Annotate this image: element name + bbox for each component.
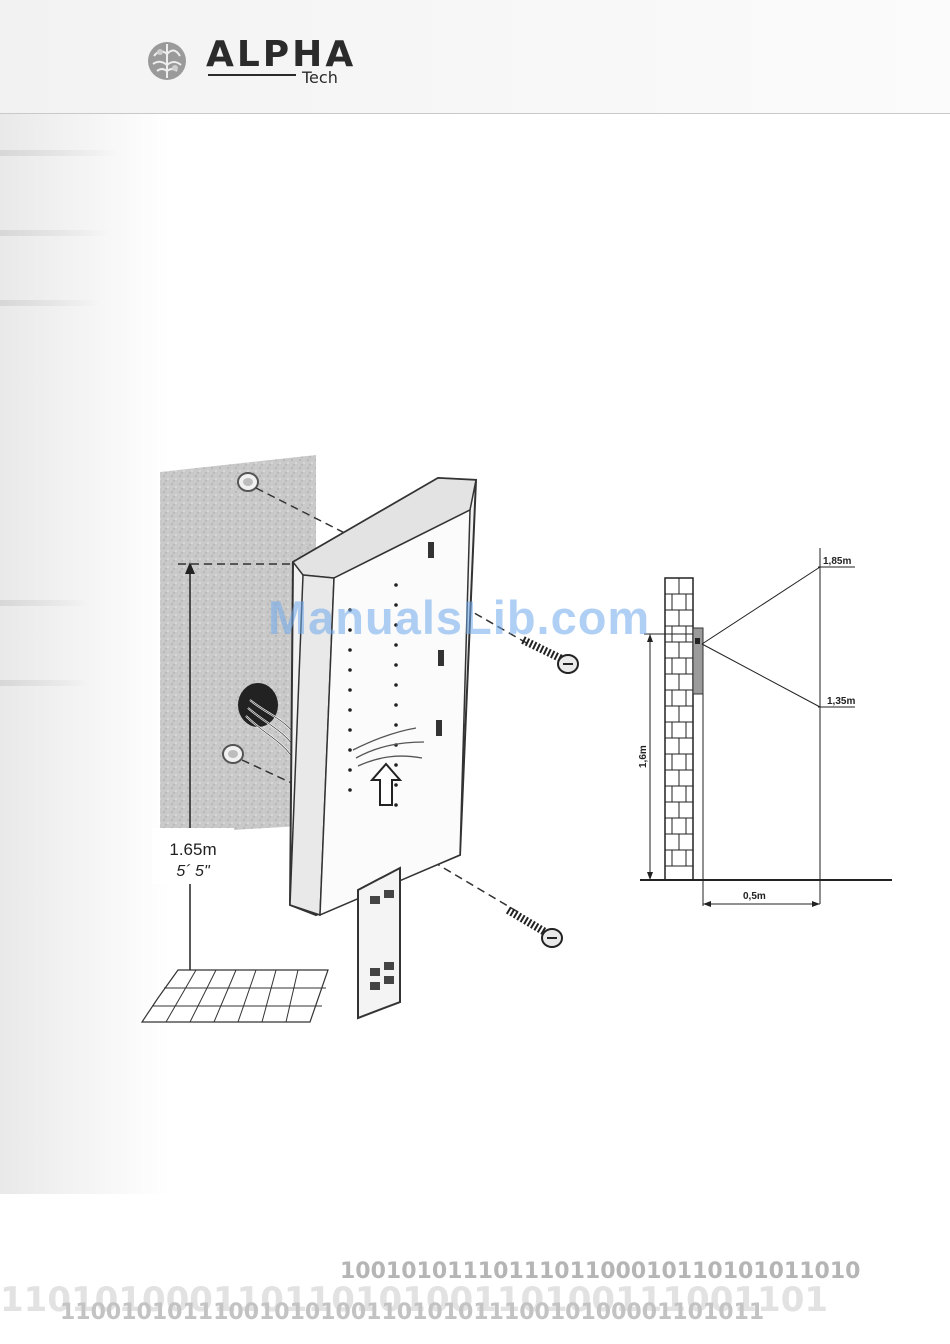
brain-logo-icon bbox=[146, 40, 188, 82]
floor-tiles bbox=[142, 970, 328, 1022]
lower-height-label: 1,35m bbox=[827, 696, 855, 707]
upper-height-label: 1,85m bbox=[823, 556, 851, 567]
page-header bbox=[0, 0, 950, 114]
vertical-dimension-label: 1,6m bbox=[638, 745, 649, 768]
binary-decoration-bottom: 1100101011100101010011010101110010100001… bbox=[60, 1300, 764, 1325]
background-stripe bbox=[0, 680, 90, 686]
background-stripe bbox=[0, 600, 90, 606]
binary-decoration-top: 1001010111011101100010110101011010 bbox=[340, 1259, 860, 1284]
background-stripe bbox=[0, 230, 110, 236]
screw-lower bbox=[508, 910, 562, 947]
background-stripe bbox=[0, 150, 120, 156]
background-stripe bbox=[0, 300, 100, 306]
logo-underline bbox=[208, 74, 296, 76]
company-logo: ALPHA Tech bbox=[146, 36, 356, 88]
horizontal-dimension-label: 0,5m bbox=[743, 891, 766, 902]
height-label: 1.65m bbox=[169, 840, 216, 859]
height-label-imperial: 5´ 5" bbox=[176, 863, 211, 880]
logo-subtitle: Tech bbox=[302, 68, 338, 87]
installation-illustration: 1.65m 5´ 5" bbox=[138, 450, 598, 1025]
watermark-text: ManualsLib.com bbox=[268, 590, 708, 645]
